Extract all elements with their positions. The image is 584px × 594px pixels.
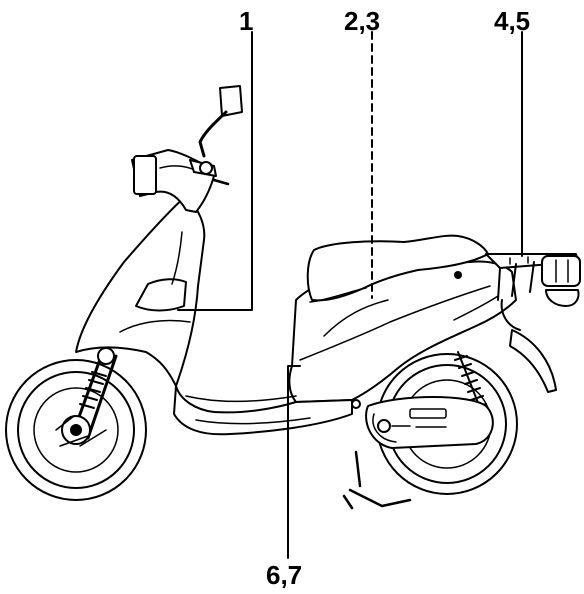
body-fastener-lower [351, 399, 361, 409]
callout-6-7: 6,7 [266, 560, 303, 590]
rear-fender [509, 329, 557, 393]
leader-line-1 [177, 31, 253, 311]
body-fastener [454, 271, 462, 279]
center-stand [342, 450, 412, 510]
leader-line-6-7 [287, 365, 301, 559]
callout-2-3: 2,3 [344, 6, 381, 36]
drive-belt-case [365, 396, 494, 449]
callout-1: 1 [239, 6, 254, 36]
floorboard [173, 385, 353, 436]
tail-light [500, 255, 581, 331]
front-leg-shield [75, 195, 206, 387]
front-wheel [5, 359, 147, 501]
callout-4-5: 4,5 [494, 6, 531, 36]
handlebar-cover [131, 149, 230, 213]
mirror [198, 85, 243, 158]
seat [306, 234, 489, 303]
leader-lines [177, 31, 523, 559]
